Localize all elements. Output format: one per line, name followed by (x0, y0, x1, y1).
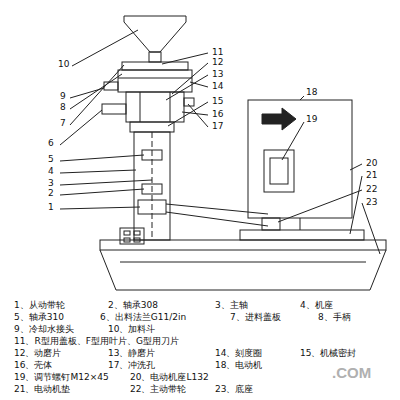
callout-number: 11 (212, 47, 223, 58)
terminal-cover (270, 158, 288, 184)
terminal-box (264, 150, 294, 192)
part-list-item: 5、轴承310 (14, 312, 64, 323)
part-list-item: 7、进料盖板 (230, 312, 281, 323)
handle (104, 82, 118, 90)
part-list-item: 16、壳体 (14, 360, 52, 371)
motor (248, 100, 352, 218)
callout-number: 2 (48, 188, 54, 199)
part-list-item: 20、电动机座L132 (130, 372, 209, 383)
part-list-item: 9、冷却水接头 (14, 324, 74, 335)
callout-number: 15 (212, 96, 223, 107)
part-list-item: 19、调节螺钉M12×45 (14, 372, 109, 383)
callout-number: 9 (60, 91, 66, 102)
part-list-item: 15、机械密封 (300, 348, 356, 359)
feed-cover (122, 62, 188, 70)
mill-housing (126, 92, 184, 122)
adjust-screw (300, 218, 301, 230)
callout-number: 8 (60, 102, 66, 113)
callout-number: 17 (212, 121, 223, 132)
part-list-item: 6、出料法兰G11/2in (100, 312, 186, 323)
callout-number: 20 (366, 158, 377, 169)
callout-number: 5 (48, 154, 54, 165)
base (100, 250, 386, 290)
shaft-axis (152, 132, 153, 240)
callout-number: 16 (212, 109, 223, 120)
part-list-item: 10、加料斗 (108, 324, 155, 335)
part-list-item: 3、主轴 (215, 300, 248, 311)
rotation-arrow (262, 108, 296, 130)
hopper (124, 16, 186, 52)
panel (120, 228, 144, 244)
callout-number: 10 (58, 59, 69, 70)
part-list-item: 22、主动带轮 (130, 384, 186, 395)
driven-pulley (138, 200, 166, 214)
drive-pulley (262, 218, 280, 230)
part-list-item: 13、静磨片 (108, 348, 155, 359)
motor-seat (240, 230, 364, 240)
callout-number: 13 (212, 69, 223, 80)
housing-line (170, 92, 171, 122)
callout-number: 23 (366, 197, 377, 208)
callout-number: 4 (48, 166, 54, 177)
part-list-item: 23、底座 (215, 384, 253, 395)
housing-line (140, 92, 141, 122)
part-list-item: 8、手柄 (318, 312, 351, 323)
part-list-item: 2、轴承308 (108, 300, 158, 311)
part-list-item: 18、电动机 (215, 360, 262, 371)
base-top (100, 240, 386, 250)
callout-number: 6 (48, 138, 54, 149)
callout-number: 18 (306, 87, 317, 98)
machine-base (134, 132, 170, 240)
callout-number: 1 (48, 202, 54, 213)
panel-dot (134, 231, 140, 235)
bearing (142, 184, 162, 194)
hopper-neck (149, 52, 161, 62)
watermark: .COM (332, 364, 371, 381)
callout-number: 22 (366, 184, 377, 195)
callout-number: 19 (306, 114, 317, 125)
panel-dot (124, 231, 130, 235)
callout-number: 3 (48, 178, 54, 189)
part-list-item: 14、刻度圈 (215, 348, 262, 359)
outlet-flange (102, 104, 126, 114)
part-list-item: 11、R型用盖板、F型用叶片、G型用刀片 (14, 336, 179, 347)
callout-number: 14 (212, 81, 223, 92)
callout-number: 21 (366, 170, 377, 181)
ring-line (118, 78, 192, 79)
scale-ring (118, 70, 192, 92)
part-list-item: 1、从动带轮 (14, 300, 65, 311)
callout-number: 7 (60, 118, 66, 129)
seal-plate (130, 122, 174, 132)
callout-number: 12 (212, 57, 223, 68)
part-list-item: 17、冲洗孔 (108, 360, 155, 371)
base-line (120, 262, 366, 263)
part-list-item: 21、电动机垫 (14, 384, 70, 395)
part-list-item: 4、机座 (300, 300, 333, 311)
part-list-item: 12、动磨片 (14, 348, 61, 359)
belt (166, 204, 268, 214)
belt (166, 212, 268, 226)
bearing (142, 150, 162, 160)
